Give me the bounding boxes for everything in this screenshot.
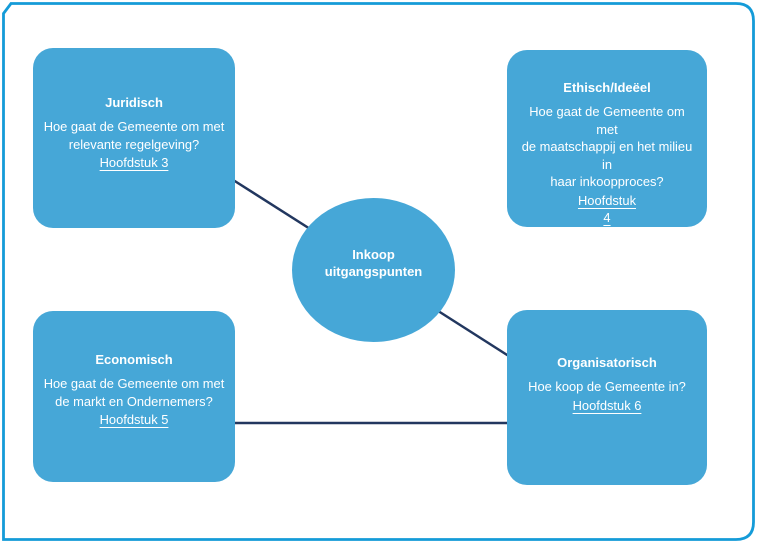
box-title-juridisch: Juridisch xyxy=(105,95,163,110)
chapter-link-hoofdstuk-4[interactable]: Hoofdstuk 4 xyxy=(577,192,637,226)
center-ellipse-label: Inkoop uitgangspunten xyxy=(324,247,423,279)
topic-box-juridisch: Juridisch Hoe gaat de Gemeente om met re… xyxy=(33,48,235,228)
box-title-economisch: Economisch xyxy=(95,352,173,367)
topic-box-organisatorisch: Organisatorisch Hoe koop de Gemeente in?… xyxy=(507,310,707,485)
chapter-link-hoofdstuk-5[interactable]: Hoofdstuk 5 xyxy=(99,412,169,427)
topic-box-economisch: Economisch Hoe gaat de Gemeente om met d… xyxy=(33,311,235,482)
box-body-organisatorisch: Hoe koop de Gemeente in? xyxy=(528,379,686,394)
box-body-ethisch-ideeel: Hoe gaat de Gemeente om met de maatschap… xyxy=(521,104,693,189)
center-ellipse: Inkoop uitgangspunten xyxy=(292,198,455,342)
chapter-link-hoofdstuk-3[interactable]: Hoofdstuk 3 xyxy=(99,155,169,170)
box-body-economisch: Hoe gaat de Gemeente om met de markt en … xyxy=(43,376,225,409)
box-body-juridisch: Hoe gaat de Gemeente om met relevante re… xyxy=(43,119,225,152)
chapter-link-hoofdstuk-6[interactable]: Hoofdstuk 6 xyxy=(572,397,642,413)
box-title-organisatorisch: Organisatorisch xyxy=(557,355,657,370)
topic-box-ethisch-ideeel: Ethisch/Ideëel Hoe gaat de Gemeente om m… xyxy=(507,50,707,227)
box-title-ethisch-ideeel: Ethisch/Ideëel xyxy=(563,80,651,95)
page-border xyxy=(2,2,755,541)
